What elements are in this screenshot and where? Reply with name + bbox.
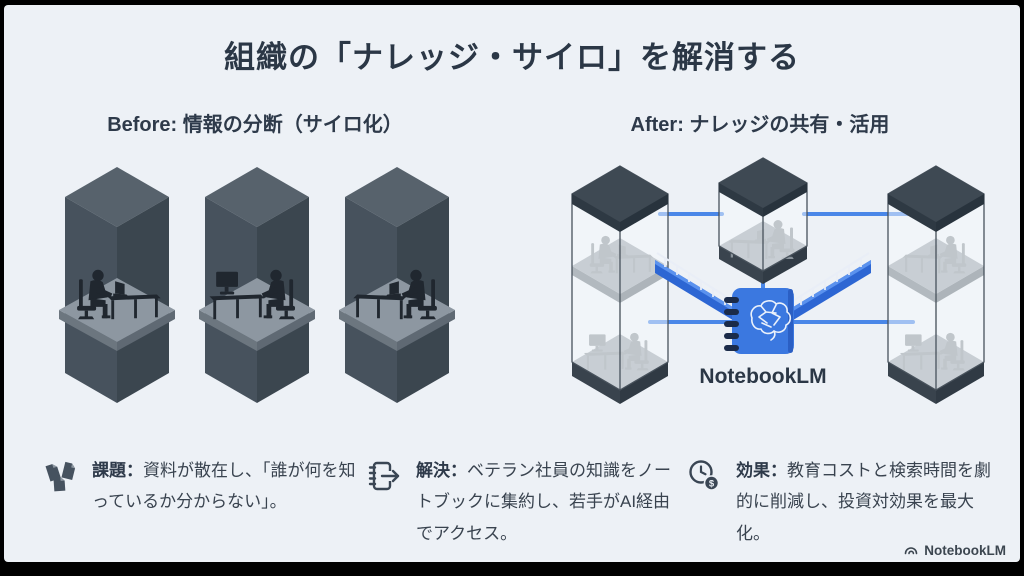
- note-body: 教育コストと検索時間を劇的に削減し、投資対効果を最大化。: [736, 461, 991, 543]
- hub-label: NotebookLM: [699, 365, 826, 388]
- watermark-label: NotebookLM: [924, 542, 1006, 558]
- after-tower-right: [887, 165, 985, 405]
- notebook-arrow-icon: [368, 461, 400, 491]
- notebooklm-watermark: NotebookLM: [903, 542, 1006, 558]
- before-silo-1: [59, 167, 175, 403]
- scattered-documents-icon: [45, 461, 76, 492]
- slide-canvas: 組織の「ナレッジ・サイロ」を解消する Before: 情報の分断（サイロ化） A…: [4, 5, 1020, 562]
- after-tower-left: [571, 165, 669, 405]
- after-cube-center: [718, 157, 808, 284]
- page-title: 組織の「ナレッジ・サイロ」を解消する: [224, 40, 800, 75]
- before-silos-illustration: [59, 167, 455, 403]
- note-label: 効果：: [736, 461, 787, 480]
- note-challenge: 課題：資料が散在し、「誰が何を知っているか分からない」。: [42, 455, 360, 518]
- note-label: 課題：: [92, 461, 143, 480]
- before-silo-2: [199, 167, 315, 403]
- before-heading: Before: 情報の分断（サイロ化）: [107, 114, 403, 136]
- brain-icon: [750, 300, 792, 341]
- note-effect: $ 効果：教育コストと検索時間を劇的に削減し、投資対効果を最大化。: [686, 455, 1001, 549]
- after-network-illustration: NotebookLM: [571, 157, 985, 405]
- notebooklm-hub-icon: NotebookLM: [699, 288, 827, 388]
- note-label: 解決：: [416, 461, 467, 480]
- note-body: 資料が散在し、「誰が何を知っているか分からない」。: [92, 461, 356, 512]
- note-solution: 解決：ベテラン社員の知識をノートブックに集約し、若手がAI経由でアクセス。: [366, 455, 674, 549]
- after-heading: After: ナレッジの共有・活用: [630, 114, 890, 136]
- notebooklm-logo-icon: [904, 547, 918, 555]
- note-body: ベテラン社員の知識をノートブックに集約し、若手がAI経由でアクセス。: [416, 461, 671, 543]
- before-silo-3: [339, 167, 455, 403]
- clock-dollar-icon: $: [689, 460, 720, 491]
- coin-symbol: $: [709, 478, 715, 489]
